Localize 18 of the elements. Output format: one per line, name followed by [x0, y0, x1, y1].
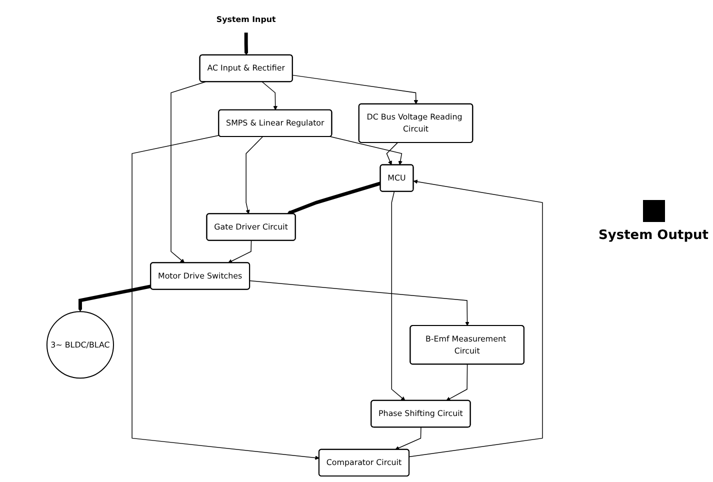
arrow — [392, 191, 406, 401]
arrow — [409, 180, 544, 458]
arrow — [446, 364, 468, 401]
arrow — [244, 32, 249, 56]
arrow — [395, 426, 422, 450]
arrow — [262, 82, 278, 110]
arrow — [132, 135, 320, 460]
arrow — [330, 136, 403, 166]
arrow — [250, 280, 470, 326]
output-label: System Output — [598, 228, 708, 243]
arrow — [292, 74, 418, 104]
arrow — [228, 240, 252, 264]
arrow — [246, 136, 264, 214]
arrow — [78, 284, 152, 312]
arrow — [170, 82, 206, 264]
arrow — [386, 142, 398, 166]
node-circle — [46, 311, 114, 379]
arrow — [287, 182, 382, 215]
